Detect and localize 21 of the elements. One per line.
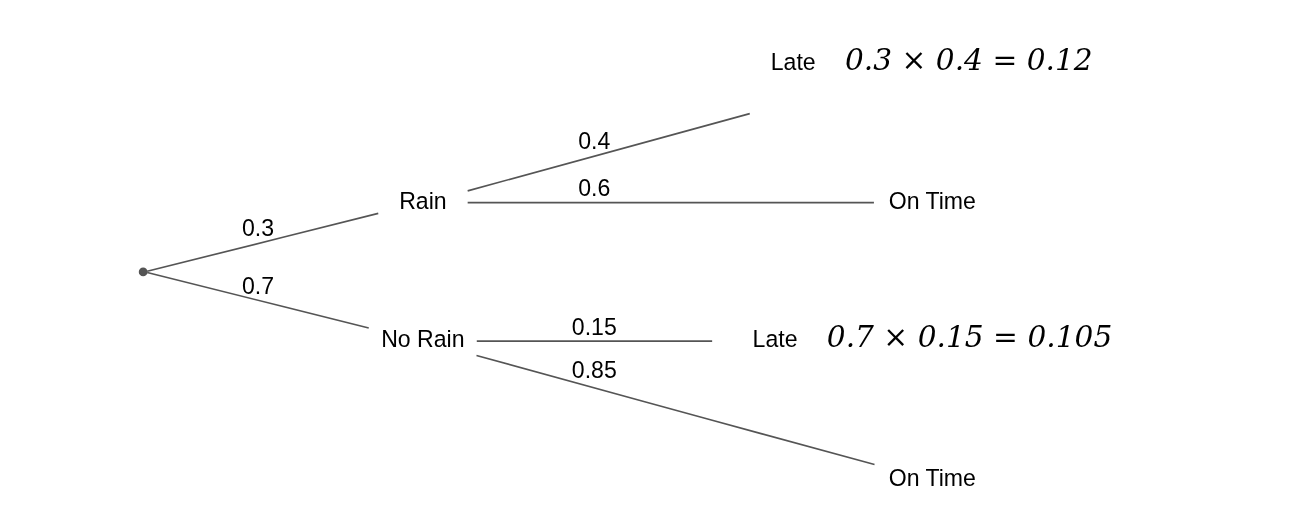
edge-label: 0.7 (241, 272, 274, 299)
edge-label: 0.85 (571, 356, 617, 383)
connector (466, 112, 751, 192)
node-text: Rain (398, 187, 447, 214)
node-text: On Time (888, 187, 976, 214)
node-text: No Rain (380, 326, 465, 353)
node-label: 0.7 × 0.15 = 0.105 (826, 318, 1112, 354)
node-point (138, 267, 148, 277)
edge-label: 0.6 (577, 175, 610, 202)
edge-label: 0.4 (577, 127, 610, 154)
node-label: 0.3 × 0.4 = 0.12 (844, 41, 1093, 77)
node-text: Late (752, 326, 798, 353)
node-text: Late (770, 49, 816, 76)
connector (145, 271, 370, 329)
edge-label: 0.3 (241, 214, 274, 241)
node-text: On Time (888, 464, 976, 491)
edge-label: 0.15 (571, 313, 617, 340)
connector (145, 212, 379, 273)
connector (466, 201, 875, 204)
connector (475, 354, 875, 466)
connector (475, 340, 713, 342)
